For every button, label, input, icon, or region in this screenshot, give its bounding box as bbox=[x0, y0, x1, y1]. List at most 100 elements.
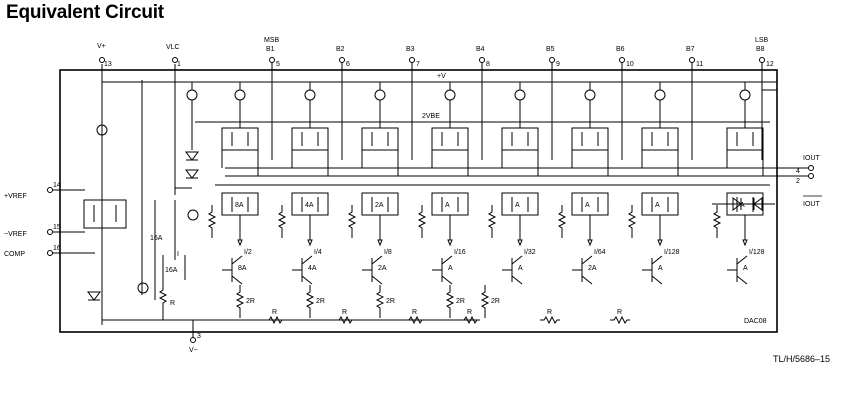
emitter-resistor-2: 2R bbox=[305, 285, 325, 318]
switch-label-1: 8A bbox=[235, 202, 244, 209]
msb-label: MSB bbox=[264, 37, 280, 44]
bit-cell-5: AI/32A bbox=[487, 62, 553, 285]
emitter-resistor-label-5: 2R bbox=[491, 298, 500, 305]
iout-bar-label: IOUT bbox=[803, 201, 820, 208]
ref-16a-bottom-label: 16A bbox=[165, 267, 178, 274]
b5-pin-number: 9 bbox=[556, 61, 560, 68]
b6-pin-number: 10 bbox=[626, 61, 634, 68]
bit-cell-4: AI/16A bbox=[417, 62, 483, 285]
b7-pin-number: 11 bbox=[696, 61, 703, 68]
ladder-resistor-label-4: R bbox=[467, 309, 472, 316]
ladder-resistor-label-2: R bbox=[342, 309, 347, 316]
vminus-label: V− bbox=[189, 347, 198, 354]
iout-label: IOUT bbox=[803, 155, 820, 162]
emitter-resistor-3: 2R bbox=[375, 285, 395, 318]
vref-minus-pin-number: 15 bbox=[53, 224, 61, 231]
current-label-5: I/32 bbox=[524, 249, 536, 256]
ref-i-label: I bbox=[177, 251, 179, 258]
emitter-resistor-label-1: 2R bbox=[246, 298, 255, 305]
reference-amplifier bbox=[83, 64, 480, 325]
ladder-resistor-label-3: R bbox=[412, 309, 417, 316]
bit-cell-2: 4A I/4 4A bbox=[277, 62, 343, 285]
vlc-pin-label: VLC bbox=[166, 44, 180, 51]
current-label-3: I/8 bbox=[384, 249, 392, 256]
ladder-resistor-2: R bbox=[335, 309, 355, 325]
ladder-resistor-1: R bbox=[265, 309, 285, 325]
iout-bar-pin-number: 2 bbox=[796, 178, 800, 185]
current-label-6: I/64 bbox=[594, 249, 606, 256]
vplus-rail-label: +V bbox=[437, 73, 446, 80]
current-label-1: I/2 bbox=[244, 249, 252, 256]
ref-16a-top-label: 16A bbox=[150, 235, 163, 242]
b5-pin-label: B5 bbox=[546, 46, 555, 53]
current-label-4: I/16 bbox=[454, 249, 466, 256]
current-label-2: I/4 bbox=[314, 249, 322, 256]
current-source-4 bbox=[444, 89, 456, 101]
vref-plus-label: +VREF bbox=[4, 193, 27, 200]
b1-pin-label: B1 bbox=[266, 46, 275, 53]
current-source-7 bbox=[654, 89, 666, 101]
ladder-resistor-4: R bbox=[460, 309, 480, 325]
two-vbe-label: 2VBE bbox=[422, 113, 440, 120]
comp-pin-number: 16 bbox=[53, 245, 61, 252]
lsb-label: LSB bbox=[755, 37, 769, 44]
ladder-transistor-label-8: A bbox=[743, 265, 748, 272]
current-label-8: I/128 bbox=[749, 249, 765, 256]
current-source-5 bbox=[514, 89, 526, 101]
ladder-resistor-label-1: R bbox=[272, 309, 277, 316]
ladder-transistor-label-2: 4A bbox=[308, 265, 317, 272]
b4-pin-number: 8 bbox=[486, 61, 490, 68]
ladder-resistor-3: R bbox=[405, 309, 425, 325]
pins bbox=[47, 57, 814, 343]
switch-label-2: 4A bbox=[305, 202, 314, 209]
current-source-3 bbox=[374, 89, 386, 101]
ref-r-label: R bbox=[170, 300, 175, 307]
diagram-title: Equivalent Circuit bbox=[6, 2, 164, 23]
ladder-resistor-label-5: R bbox=[547, 309, 552, 316]
switch-label-5: A bbox=[515, 202, 520, 209]
vref-plus-pin-number: 14 bbox=[53, 182, 61, 189]
figure-code: TL/H/5686–15 bbox=[772, 354, 830, 364]
ladder-resistor-6: R bbox=[610, 309, 630, 325]
ladder-transistor-label-7: A bbox=[658, 265, 663, 272]
b2-pin-number: 6 bbox=[346, 61, 350, 68]
emitter-resistor-1: 2R bbox=[235, 285, 255, 318]
bit-cell-1: 8A I/2 8A bbox=[207, 62, 273, 285]
emitter-resistor-label-3: 2R bbox=[386, 298, 395, 305]
b2-pin-label: B2 bbox=[336, 46, 345, 53]
current-source-8 bbox=[739, 89, 751, 101]
emitter-resistor-label-4: 2R bbox=[456, 298, 465, 305]
switch-label-6: A bbox=[585, 202, 590, 209]
current-source-1 bbox=[234, 89, 246, 101]
b8-pin-number: 12 bbox=[766, 61, 774, 68]
ladder-transistor-label-1: 8A bbox=[238, 265, 247, 272]
ladder-resistor-5: R bbox=[540, 309, 560, 325]
ladder-transistor-label-4: A bbox=[448, 265, 453, 272]
ladder-resistor-label-6: R bbox=[617, 309, 622, 316]
current-source-2 bbox=[304, 89, 316, 101]
b3-pin-number: 7 bbox=[416, 61, 420, 68]
bit-cells: 8AI/28A4AI/44A2AI/82AAI/16AAI/32AAI/642A… bbox=[207, 62, 765, 285]
current-source-left bbox=[96, 124, 108, 136]
b6-pin-label: B6 bbox=[616, 46, 625, 53]
comp-label: COMP bbox=[4, 251, 25, 258]
emitter-resistor-5: 2R bbox=[480, 285, 500, 318]
vplus-pin-number: 13 bbox=[104, 61, 112, 68]
switch-label-7: A bbox=[655, 202, 660, 209]
chip-label: DAC08 bbox=[744, 318, 767, 325]
current-label-7: I/128 bbox=[664, 249, 680, 256]
ladder-transistor-label-3: 2A bbox=[378, 265, 387, 272]
switch-label-8: A bbox=[740, 202, 745, 209]
b7-pin-label: B7 bbox=[686, 46, 695, 53]
output-clamp-diodes bbox=[712, 197, 775, 211]
chip-outline bbox=[59, 69, 778, 333]
vplus-pin-label: V+ bbox=[97, 43, 106, 50]
switch-label-4: A bbox=[445, 202, 450, 209]
switch-label-3: 2A bbox=[375, 202, 384, 209]
bit-cell-3: 2A I/8 2A bbox=[347, 62, 413, 285]
b1-pin-number: 5 bbox=[276, 61, 280, 68]
